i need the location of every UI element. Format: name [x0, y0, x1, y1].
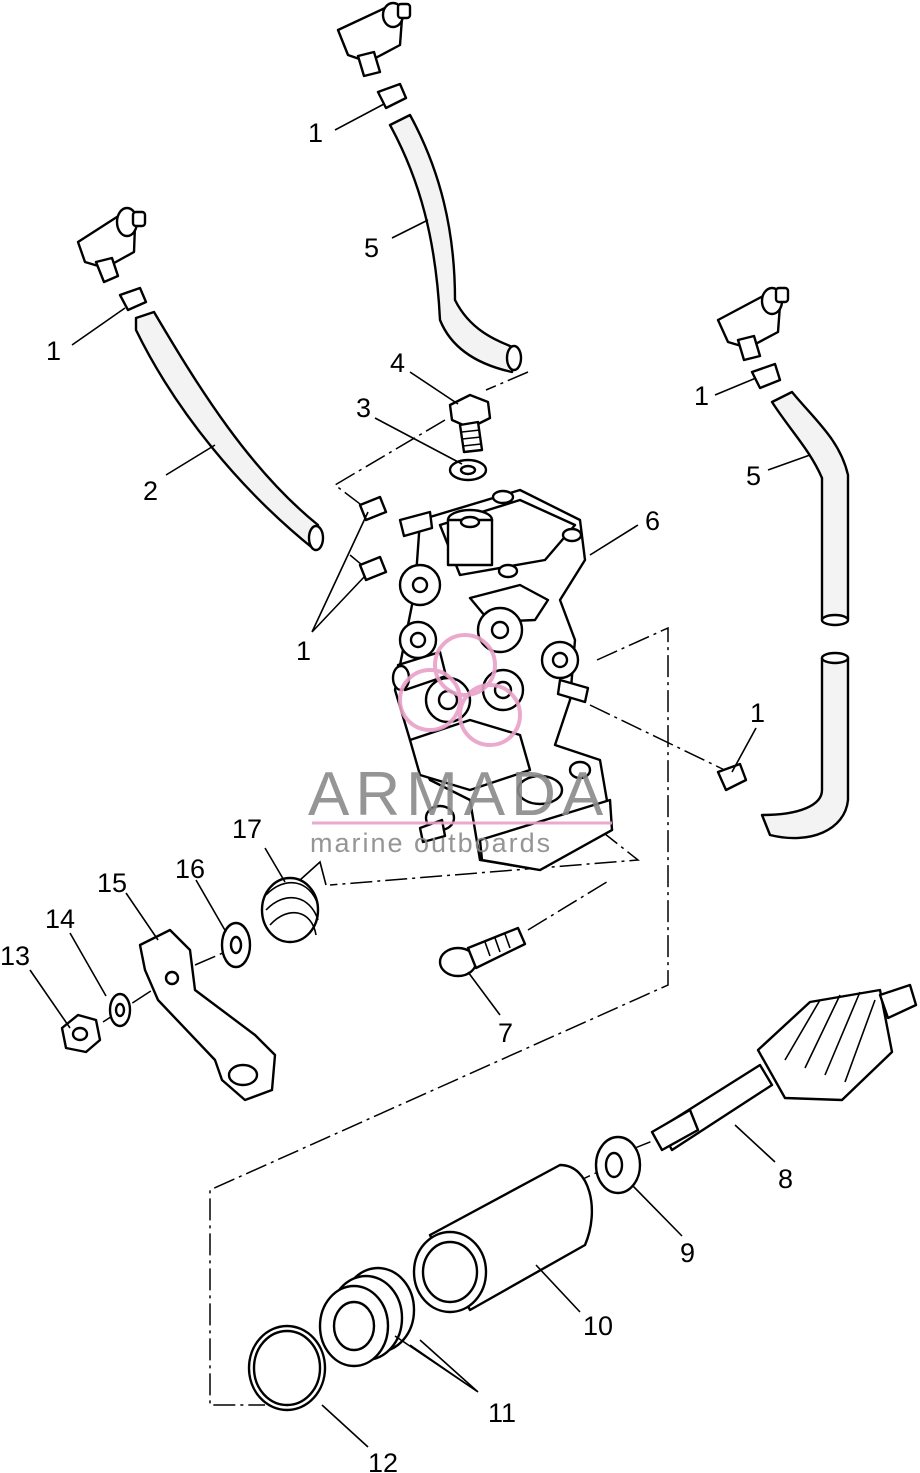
callout-2: 2	[143, 476, 158, 506]
clip-right-upper	[750, 362, 782, 390]
clip-left	[118, 286, 148, 312]
cap-right	[716, 286, 790, 362]
callout-1-right-upper: 1	[694, 381, 709, 411]
callout-7: 7	[498, 1018, 513, 1048]
cap-top	[336, 1, 412, 78]
hose-top-assembly	[336, 1, 523, 374]
callout-17: 17	[232, 814, 262, 844]
callout-14: 14	[45, 904, 75, 934]
hose-right-lower	[760, 656, 850, 840]
watermark-brand: ARMADA	[308, 760, 609, 829]
washer-16	[220, 921, 252, 969]
cap-left	[76, 206, 147, 284]
hose-left	[134, 310, 320, 552]
callout-1-top: 1	[308, 118, 323, 148]
o-ring-12	[247, 1324, 327, 1412]
hose-top	[388, 113, 517, 374]
callout-1-center: 1	[296, 636, 311, 666]
callout-10: 10	[583, 1311, 613, 1341]
watermark-flower-icon	[398, 633, 522, 747]
seal-set-11	[318, 1266, 416, 1368]
callout-1-right-lower: 1	[750, 698, 765, 728]
clip-pair-left	[358, 495, 388, 582]
callout-9: 9	[680, 1238, 695, 1268]
watermark-tagline: marine outboards	[310, 828, 552, 858]
callout-4: 4	[390, 348, 405, 378]
nut-13	[60, 1013, 102, 1054]
leader-lines	[29, 103, 811, 1448]
callout-8: 8	[778, 1164, 793, 1194]
washer-14	[108, 992, 132, 1028]
callout-13: 13	[0, 941, 30, 971]
oil-pump-body	[391, 488, 614, 872]
sleeve-10	[412, 1163, 593, 1314]
callout-15: 15	[97, 868, 127, 898]
clip-right-lower	[716, 762, 748, 792]
return-spring-17	[260, 860, 327, 944]
bleed-screw	[448, 393, 492, 454]
callout-11: 11	[488, 1398, 516, 1428]
clip-top	[376, 82, 408, 110]
callout-3: 3	[356, 393, 371, 423]
callout-labels: 1 1 1 1 1 2 3 4 5 5 6 7 8 9 10 11 12 13 …	[0, 118, 793, 1473]
assembly-lines	[102, 371, 736, 1406]
drive-gear-shaft-8	[650, 983, 918, 1152]
callout-5-right: 5	[746, 461, 761, 491]
hose-right-upper	[770, 390, 850, 622]
bolt-7	[438, 926, 527, 978]
callout-5-top: 5	[364, 233, 379, 263]
hose-left-assembly	[76, 206, 325, 552]
washer-9	[594, 1135, 642, 1195]
callout-12: 12	[368, 1448, 398, 1473]
hose-right-assembly	[716, 286, 850, 840]
lever-15	[138, 928, 277, 1102]
watermark: ARMADA marine outboards	[308, 633, 612, 858]
callout-16: 16	[175, 854, 205, 884]
washer-3	[448, 458, 488, 482]
callout-6: 6	[645, 506, 660, 536]
callout-1-left: 1	[46, 336, 61, 366]
